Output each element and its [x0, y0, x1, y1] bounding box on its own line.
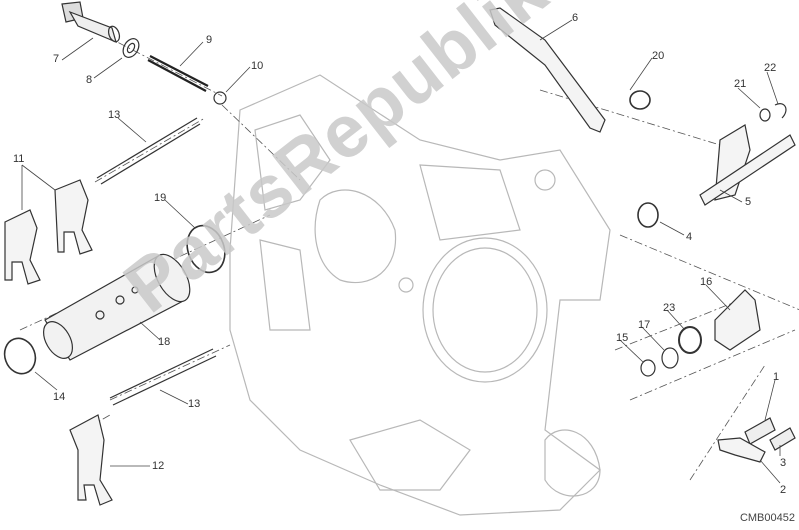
callout-22: 22	[764, 62, 777, 74]
part-16-plate	[714, 289, 761, 351]
part-2-plate	[717, 437, 766, 463]
callout-12: 12	[152, 460, 165, 472]
part-13-fork-rod-lower	[109, 348, 217, 406]
part-3-bolt	[769, 427, 796, 451]
callout-11: 11	[13, 153, 25, 165]
part-18-shift-drum	[42, 253, 191, 361]
part-23-seal	[678, 326, 702, 354]
part-11-shift-forks	[4, 179, 93, 285]
drawing-code: CMB00452	[739, 512, 795, 524]
callout-20: 20	[652, 50, 665, 62]
part-9-spring	[147, 55, 209, 92]
part-17-washer	[661, 347, 679, 369]
callout-2: 2	[780, 484, 787, 496]
part-10-ball	[213, 91, 227, 105]
part-20-spring	[629, 90, 651, 110]
callout-5: 5	[745, 196, 752, 208]
callout-18: 18	[158, 336, 171, 348]
callout-8: 8	[86, 74, 93, 86]
leader-lines	[21, 19, 781, 484]
callout-23: 23	[663, 302, 676, 314]
callout-6: 6	[572, 12, 579, 24]
part-22-circlip	[774, 103, 787, 119]
callout-4: 4	[686, 231, 693, 243]
callout-3: 3	[780, 457, 787, 469]
callout-15: 15	[616, 332, 629, 344]
callout-9: 9	[206, 34, 213, 46]
callout-19: 19	[154, 192, 167, 204]
callout-14: 14	[53, 391, 66, 403]
parts	[3, 1, 796, 506]
assembly-axis-lines	[19, 27, 799, 481]
callout-21: 21	[734, 78, 747, 90]
part-21-washer	[759, 108, 771, 122]
part-19-o-ring	[186, 224, 226, 274]
part-4-return-spring	[637, 202, 659, 228]
callout-17: 17	[638, 319, 651, 331]
part-6-shift-lever	[489, 7, 606, 133]
part-1-bolt	[744, 417, 776, 445]
part-7-pivot-bolt	[61, 1, 121, 44]
part-15-circlip	[640, 359, 656, 377]
callout-7: 7	[53, 53, 60, 65]
callout-13: 13	[188, 398, 201, 410]
part-14-o-ring	[3, 337, 37, 375]
part-5-selector-shaft	[699, 124, 796, 206]
part-8-washer	[122, 38, 140, 58]
part-12-shift-fork	[69, 414, 113, 506]
crankcase-half	[229, 74, 611, 516]
callout-13: 13	[108, 109, 121, 121]
callout-1: 1	[773, 371, 780, 383]
callout-16: 16	[700, 276, 713, 288]
callout-10: 10	[251, 60, 264, 72]
part-13-fork-rod-upper	[96, 117, 201, 185]
